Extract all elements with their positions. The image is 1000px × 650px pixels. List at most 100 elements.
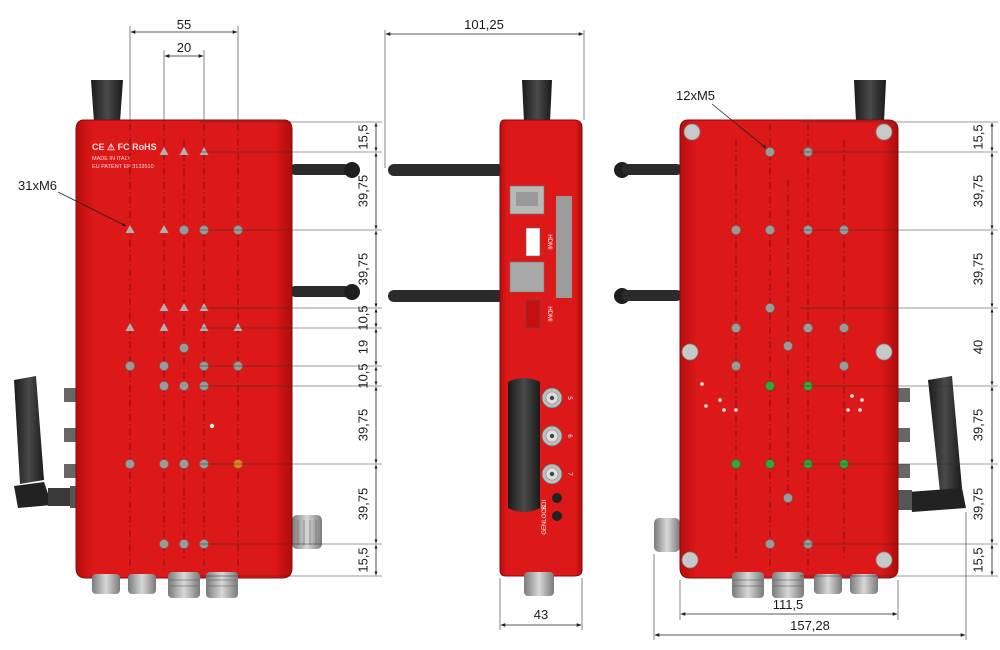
reference-dot <box>700 382 704 386</box>
bnc-connector-icon: 7 <box>541 463 572 485</box>
bnc-label: 7 <box>566 472 572 476</box>
mounting-rod <box>290 162 360 300</box>
thread-hole-marker <box>199 147 209 155</box>
vertical-dimension: 39,75 <box>355 409 370 442</box>
vertical-dimension: 39,75 <box>355 253 370 286</box>
reference-dot <box>850 394 854 398</box>
reference-dot <box>722 408 726 412</box>
reference-dot <box>846 408 850 412</box>
dim-20: 20 <box>177 40 191 55</box>
mounting-hole <box>731 225 741 235</box>
side-view: HDMI HDMI 5 6 7 SDI GENLOCK 101,25 43 <box>384 17 682 630</box>
mounting-hole <box>839 361 849 371</box>
antenna-icon <box>898 376 966 512</box>
mounting-screw-icon <box>681 123 893 569</box>
rear-hole-callout: 12xM5 <box>676 88 715 103</box>
patent-label: EU PATENT EP 3133510 <box>92 164 154 170</box>
svg-text:HDMI: HDMI <box>546 306 552 322</box>
vertical-dimension: 39,75 <box>970 409 985 442</box>
mounting-hole <box>159 381 169 391</box>
thread-hole-marker <box>125 323 135 331</box>
mounting-hole <box>125 459 135 469</box>
thread-hole-marker <box>159 303 169 311</box>
hdmi-port-icon: HDMI <box>525 299 552 329</box>
thread-hole-marker <box>179 303 189 311</box>
vertical-dimension: 15,5 <box>970 124 985 149</box>
antenna-icon <box>14 376 78 508</box>
front-hole-callout: 31xM6 <box>18 178 57 193</box>
mounting-hole <box>803 323 813 333</box>
hdmi-port-icon: HDMI <box>525 227 552 257</box>
dim-overall-width: 157,28 <box>790 618 830 633</box>
mounting-hole <box>765 225 775 235</box>
thread-hole-marker <box>159 323 169 331</box>
thread-hole-marker <box>199 323 209 331</box>
vertical-dimension: 39,75 <box>970 175 985 208</box>
reference-dot <box>209 423 215 429</box>
mounting-hole <box>765 459 775 469</box>
reference-dot <box>734 408 738 412</box>
vertical-dimension: 10,5 <box>355 363 370 388</box>
bnc-label: 5 <box>566 396 572 400</box>
thread-hole-marker <box>179 147 189 155</box>
vertical-dimension: 15,5 <box>970 547 985 572</box>
mounting-hole <box>765 147 775 157</box>
mounting-hole <box>783 493 793 503</box>
vertical-dimension: 39,75 <box>970 253 985 286</box>
thread-hole-marker <box>159 225 169 233</box>
svg-text:SDI: SDI <box>542 500 548 510</box>
mounting-hole <box>179 459 189 469</box>
thread-hole-marker <box>199 303 209 311</box>
vertical-dimension: 10,5 <box>355 305 370 330</box>
lemo-connector-icon <box>292 515 322 549</box>
svg-text:HDMI: HDMI <box>546 234 552 250</box>
compliance-marks: CE ⚠ FC RoHS <box>92 142 157 152</box>
mounting-hole <box>783 341 793 351</box>
mounting-hole <box>731 323 741 333</box>
dim-55: 55 <box>177 17 191 32</box>
mounting-hole <box>765 303 775 313</box>
mounting-hole <box>765 381 775 391</box>
vertical-dimension: 40 <box>970 340 985 354</box>
mounting-hole <box>179 539 189 549</box>
vertical-dimension: 15,5 <box>355 124 370 149</box>
bnc-connector-icon: 5 <box>541 387 572 409</box>
vertical-dimension: 39,75 <box>970 488 985 521</box>
vertical-dimension: 15,5 <box>355 547 370 572</box>
dim-depth-side: 43 <box>534 607 548 622</box>
antenna-icon <box>854 80 886 122</box>
thread-hole-marker <box>233 323 243 331</box>
mounting-hole <box>179 225 189 235</box>
vertical-dimension: 19 <box>355 340 370 354</box>
mounting-hole <box>125 361 135 371</box>
made-in-label: MADE IN ITALY <box>92 156 131 162</box>
svg-text:GENLOCK: GENLOCK <box>542 505 548 534</box>
mounting-hole <box>731 459 741 469</box>
antenna-icon <box>522 80 552 122</box>
mounting-hole <box>159 539 169 549</box>
thread-hole-marker <box>159 147 169 155</box>
bnc-connector-icon <box>92 572 238 598</box>
antenna-icon <box>508 378 540 512</box>
mounting-hole <box>179 381 189 391</box>
mounting-hole <box>765 539 775 549</box>
reference-dot <box>860 398 864 402</box>
reference-dot <box>858 408 862 412</box>
vertical-dimension: 39,75 <box>355 488 370 521</box>
bnc-label: 6 <box>566 434 572 438</box>
reference-dot <box>718 398 722 402</box>
mounting-hole <box>159 459 169 469</box>
dim-width-side: 101,25 <box>464 17 504 32</box>
front-view: CE ⚠ FC RoHS MADE IN ITALY EU PATENT EP … <box>14 17 382 598</box>
reference-dot <box>704 404 708 408</box>
mounting-hole <box>839 323 849 333</box>
mounting-hole <box>159 361 169 371</box>
antenna-icon <box>91 80 123 122</box>
bnc-connector-icon: 6 <box>541 425 572 447</box>
mounting-hole <box>731 361 741 371</box>
mounting-hole <box>179 343 189 353</box>
thread-hole-marker <box>125 225 135 233</box>
vertical-dimension: 39,75 <box>355 175 370 208</box>
